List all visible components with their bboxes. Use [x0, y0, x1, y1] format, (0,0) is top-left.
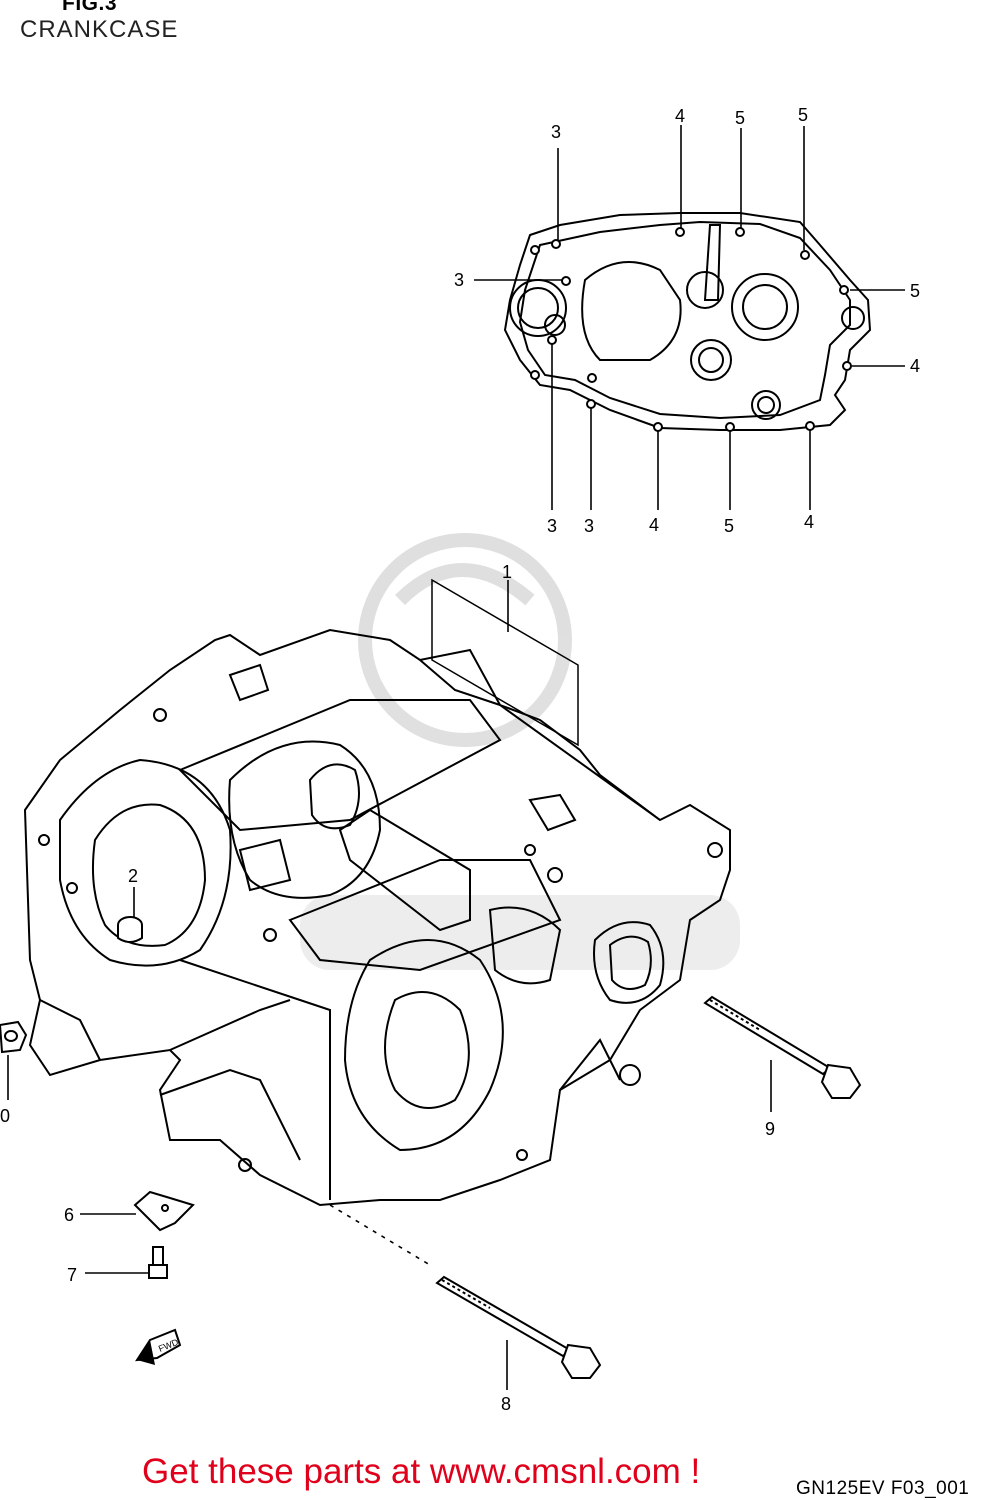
callout-8: 8	[501, 1394, 511, 1414]
watermark-logo	[300, 533, 740, 970]
callout-4: 4	[910, 356, 920, 376]
callout-4: 4	[804, 512, 814, 532]
crankcase-gasket	[503, 212, 872, 431]
callout-labels: 3 4 5 5 3 5 4 3 3 4 5 4 1 2 10 9 6 7 8	[0, 105, 920, 1414]
callout-5: 5	[724, 516, 734, 536]
long-bolt-8	[435, 1275, 602, 1379]
callout-4: 4	[649, 515, 659, 535]
callout-3: 3	[454, 270, 464, 290]
callout-3: 3	[547, 516, 557, 536]
callout-4: 4	[675, 106, 685, 126]
crankcase-body	[23, 628, 731, 1207]
dowel-pin	[117, 916, 143, 943]
callout-3: 3	[584, 516, 594, 536]
callout-2: 2	[128, 866, 138, 886]
screw	[148, 1246, 168, 1279]
callout-10: 10	[0, 1106, 10, 1126]
plate	[133, 1190, 195, 1232]
nut	[0, 1020, 28, 1054]
figure-code: GN125EV F03_001	[796, 1478, 970, 1499]
promo-link[interactable]: Get these parts at www.cmsnl.com !	[142, 1452, 701, 1491]
callout-7: 7	[67, 1265, 77, 1285]
figure-subtitle: CRANKCASE	[20, 16, 179, 43]
callout-5: 5	[798, 105, 808, 125]
callout-1: 1	[502, 562, 512, 582]
fwd-arrow-icon: FWD	[135, 1328, 182, 1365]
figure-title: FIG.3	[62, 0, 118, 15]
callout-9: 9	[765, 1119, 775, 1139]
leader-lines	[7, 125, 905, 1390]
callout-6: 6	[64, 1205, 74, 1225]
gasket-outline	[431, 578, 579, 747]
callout-5: 5	[735, 108, 745, 128]
callout-5: 5	[910, 281, 920, 301]
long-bolt-9	[703, 995, 862, 1099]
gasket-bolt-holes	[530, 227, 852, 432]
callout-3: 3	[551, 122, 561, 142]
